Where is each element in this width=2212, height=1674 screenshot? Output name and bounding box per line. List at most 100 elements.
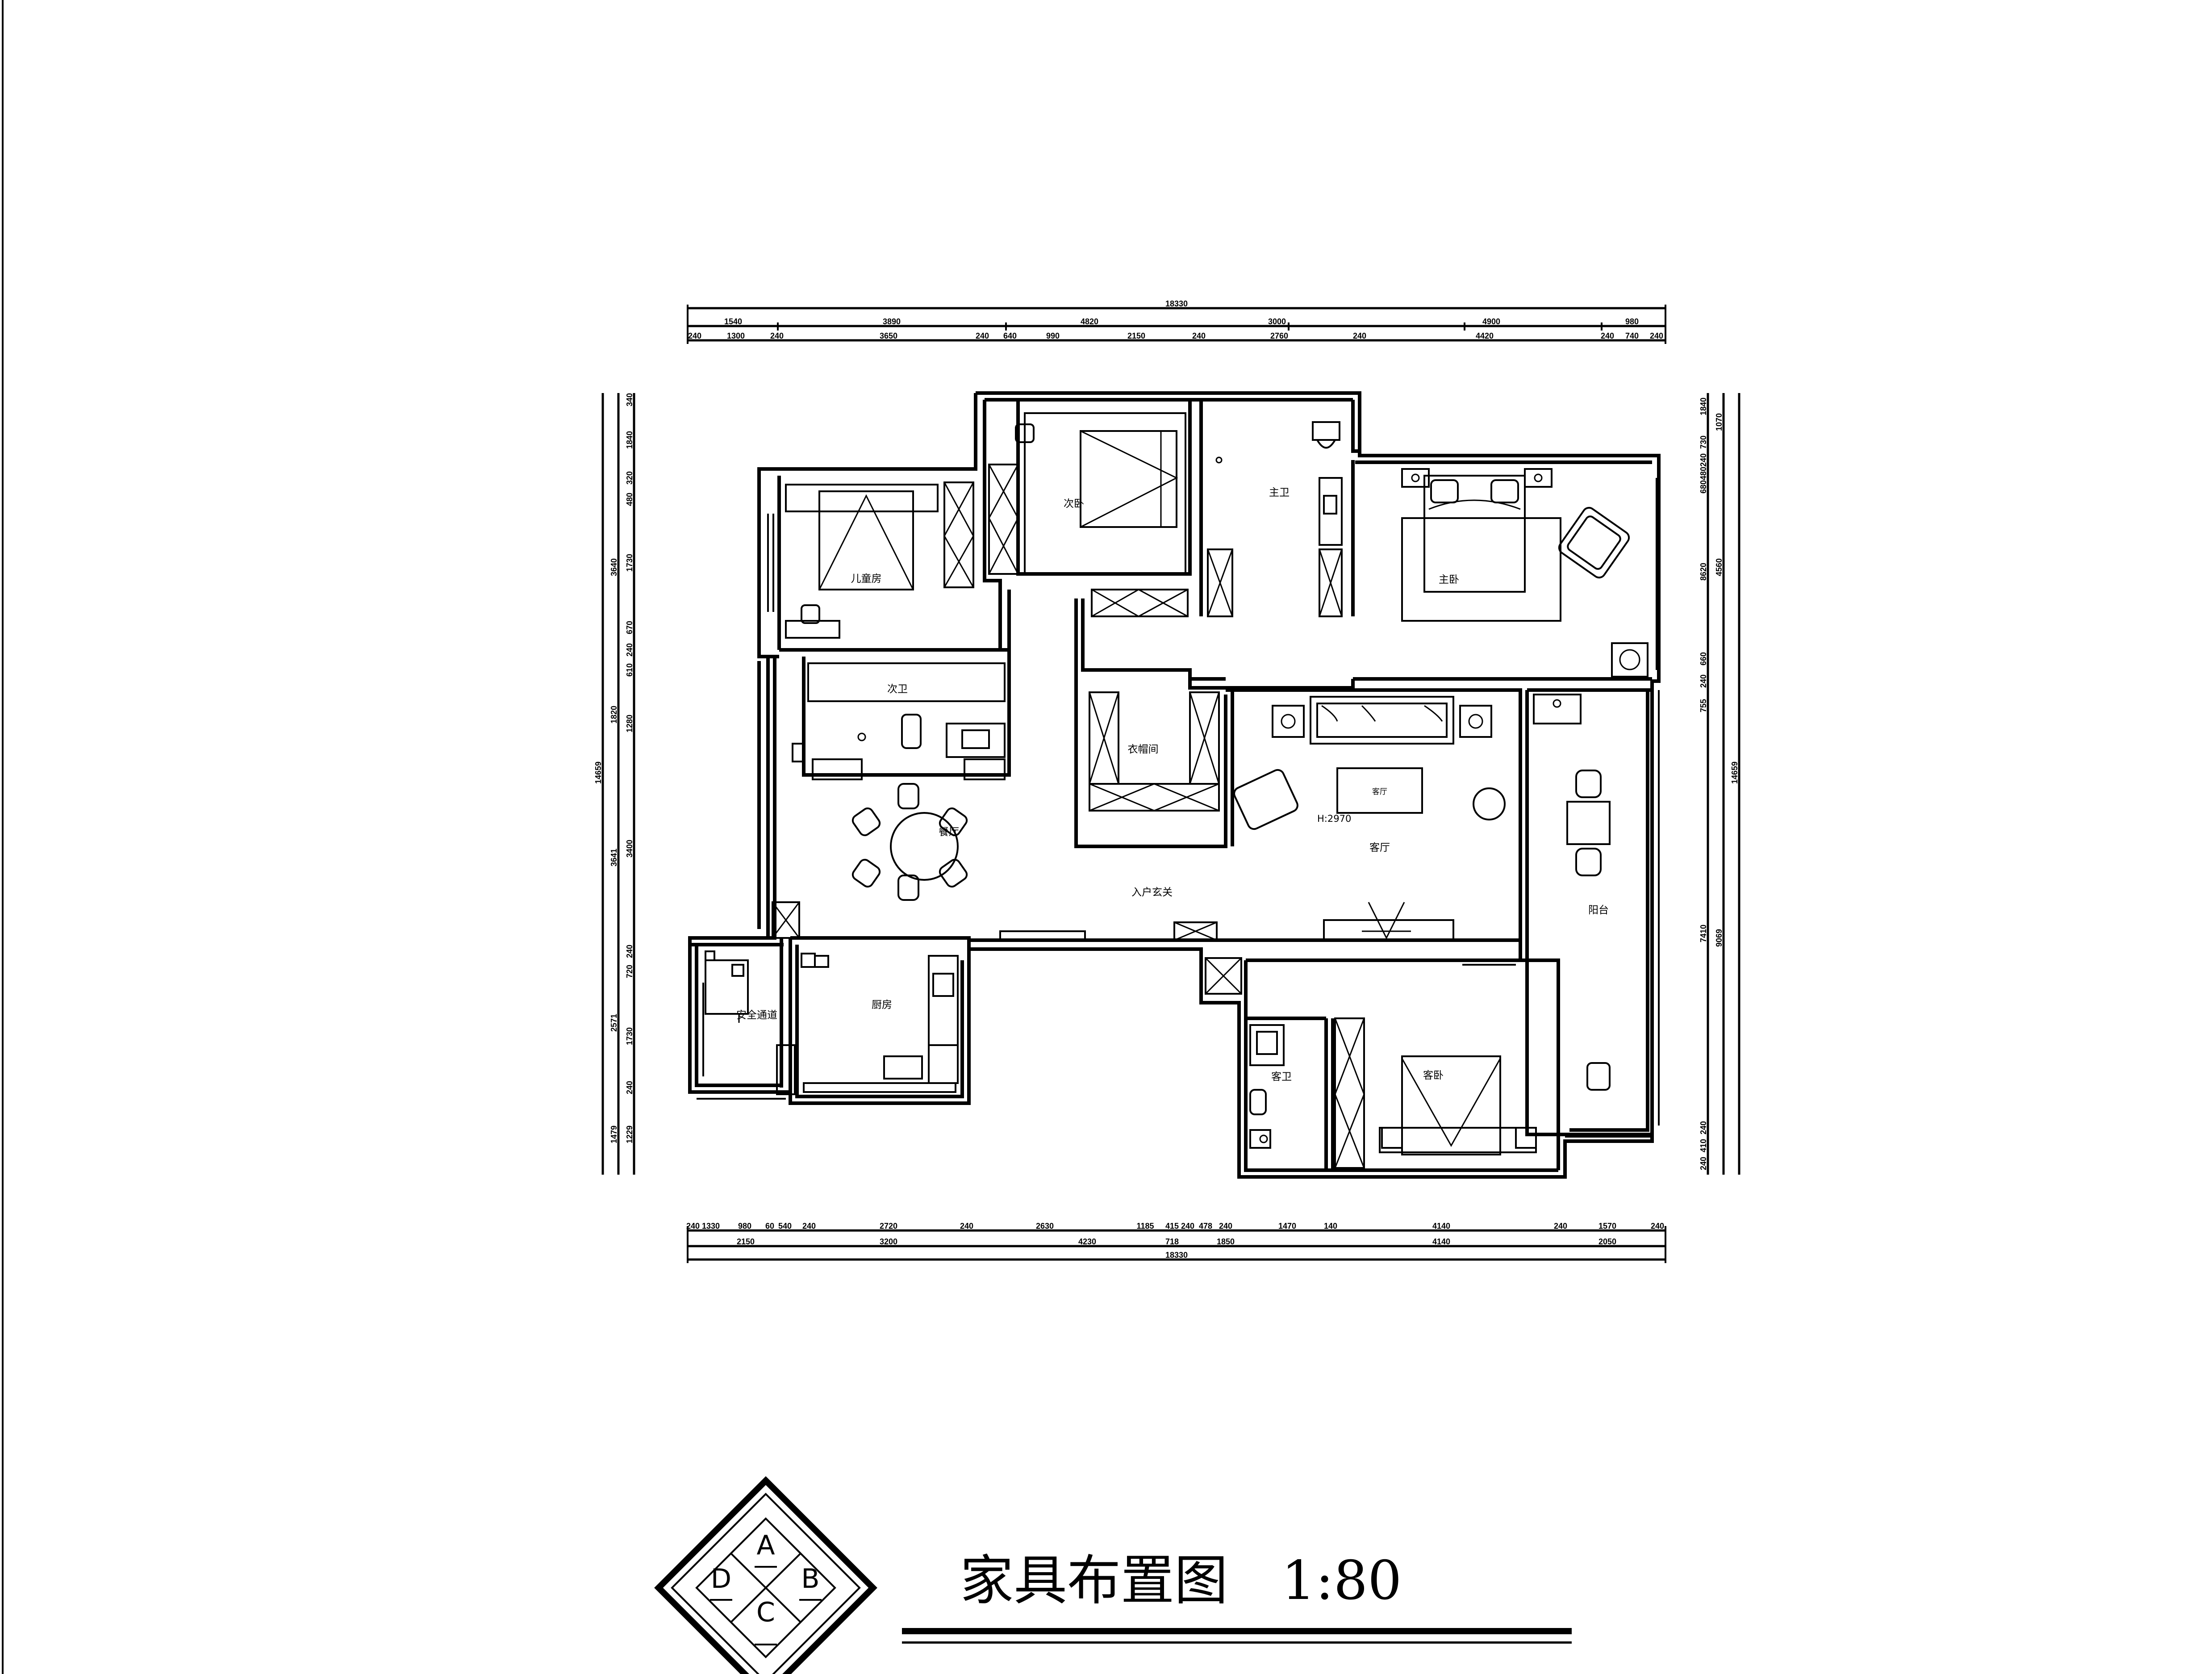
dim-right-det-0: 1840 [1699, 398, 1708, 415]
dim-bot-r1-18: 1570 [1598, 1222, 1616, 1230]
dim-left-det-5: 670 [625, 621, 634, 634]
dim-bot-r2-3: 718 [1165, 1237, 1179, 1246]
dim-bot-r2-1: 3200 [880, 1237, 897, 1246]
dim-bot-r1-10: 415 [1165, 1222, 1179, 1230]
legend-a: A [756, 1530, 775, 1561]
room-labels: 儿童房 次卧 主卫 主卧 次卫 衣帽间 客厅 H:2970 客厅 餐厅 入户玄关… [736, 487, 1609, 1083]
dim-top-r1-5: 980 [1625, 317, 1639, 326]
dim-bot-r2-5: 4140 [1432, 1237, 1450, 1246]
drawing-title: 家具布置图 1:80 [902, 1550, 1572, 1644]
label-entrance: 入户玄关 [1131, 887, 1173, 898]
label-second-bedroom: 次卧 [1064, 498, 1084, 510]
dim-left-det-14: 1229 [625, 1126, 634, 1143]
dim-bot-r1-12: 478 [1199, 1222, 1212, 1230]
legend-c: C [756, 1597, 775, 1628]
dim-left-det-11: 720 [625, 965, 634, 978]
label-ceiling-height: H:2970 [1317, 813, 1351, 824]
dim-top-r2-1: 1300 [727, 331, 745, 340]
dim-bot-r1-3: 60 [765, 1222, 774, 1230]
right-dimensions: 14659 4560 9069 1840 1070 730 240 480 68… [1699, 393, 1740, 1175]
dim-bot-r2-6: 2050 [1598, 1237, 1616, 1246]
dim-right-det-13: 240 [1699, 1157, 1708, 1170]
dim-top-r2-5: 640 [1003, 331, 1017, 340]
dim-left-det-0: 340 [625, 393, 634, 406]
dim-top-r2-7: 2150 [1127, 331, 1145, 340]
dim-left-det-6: 240 [625, 643, 634, 657]
dim-left-det-9: 3400 [625, 840, 634, 858]
label-safe-passage: 安全通道 [736, 1009, 777, 1021]
dim-right-det-4: 480 [1699, 467, 1708, 480]
scale-text: 1:80 [1281, 1550, 1402, 1612]
dim-bot-r2-2: 4230 [1078, 1237, 1096, 1246]
bottom-dimensions: 240 1330 980 60 540 240 2720 240 2630 11… [686, 1222, 1666, 1263]
dim-left-det-1: 1840 [625, 431, 634, 449]
dim-left-det-13: 240 [625, 1081, 634, 1094]
dim-bot-r1-9: 1185 [1136, 1222, 1154, 1230]
dim-bot-r1-7: 240 [960, 1222, 973, 1230]
dim-top-r2-10: 240 [1353, 331, 1366, 340]
dim-top-r2-4: 240 [976, 331, 989, 340]
dim-top-r2-8: 240 [1192, 331, 1206, 340]
left-dimensions: 14659 3640 1820 3641 2571 340 1840 320 4… [594, 393, 635, 1175]
dim-top-r1-4: 4900 [1482, 317, 1500, 326]
orientation-legend: A D B C [654, 1476, 877, 1674]
legend-d: D [711, 1563, 731, 1594]
dim-right-mid-0: 4560 [1715, 558, 1724, 576]
label-kitchen: 厨房 [872, 999, 892, 1011]
dim-top-r2-14: 240 [1650, 331, 1663, 340]
dim-right-det-2: 730 [1699, 435, 1708, 449]
title-underline-thick [902, 1628, 1572, 1634]
dim-top-r2-6: 990 [1046, 331, 1060, 340]
dim-bot-r1-13: 240 [1219, 1222, 1232, 1230]
dim-bot-r1-4: 540 [778, 1222, 792, 1230]
dim-bot-r1-2: 980 [738, 1222, 751, 1230]
dim-right-det-9: 755 [1699, 699, 1708, 712]
dim-bot-r2-0: 2150 [737, 1237, 755, 1246]
dim-right-det-10: 7410 [1699, 925, 1708, 942]
dim-top-r2-13: 740 [1625, 331, 1639, 340]
label-dining: 餐厅 [939, 826, 959, 838]
dim-bot-r1-16: 4140 [1432, 1222, 1450, 1230]
dim-top-r2-3: 3650 [880, 331, 897, 340]
dim-left-det-8: 1280 [625, 715, 634, 732]
dim-bot-r1-15: 140 [1324, 1222, 1337, 1230]
dim-left-mid-1: 1820 [609, 706, 618, 724]
dim-bot-r1-8: 2630 [1036, 1222, 1054, 1230]
dim-right-det-8: 240 [1699, 674, 1708, 688]
dim-right-det-3: 240 [1699, 453, 1708, 467]
dim-top-r1-3: 3000 [1268, 317, 1286, 326]
dim-top-r2-12: 240 [1601, 331, 1614, 340]
dim-left-det-12: 1730 [625, 1027, 634, 1045]
dim-left-det-2: 320 [625, 471, 634, 485]
dim-right-det-12: 410 [1699, 1139, 1708, 1152]
dim-left-det-4: 1730 [625, 554, 634, 572]
dim-right-det-6: 8620 [1699, 563, 1708, 581]
legend-b: B [801, 1563, 819, 1594]
label-children-room: 儿童房 [851, 573, 882, 585]
dim-left-mid-2: 3641 [609, 849, 618, 866]
dim-top-r2-2: 240 [770, 331, 784, 340]
label-cloakroom: 衣帽间 [1128, 744, 1159, 755]
dim-right-det-5: 680 [1699, 480, 1708, 494]
dim-top-r2-9: 2760 [1270, 331, 1288, 340]
dim-left-det-10: 240 [625, 945, 634, 958]
dim-top-r1-2: 4820 [1081, 317, 1098, 326]
dim-bot-total: 18330 [1165, 1251, 1188, 1260]
dim-bot-r1-5: 240 [802, 1222, 816, 1230]
label-second-bath: 次卫 [887, 683, 908, 695]
dim-left-det-15: 1479 [609, 1126, 618, 1143]
dim-right-det-7: 660 [1699, 652, 1708, 665]
dim-right-total: 14659 [1730, 762, 1739, 784]
label-guest-bath: 客卫 [1271, 1071, 1292, 1083]
dim-bot-r2-4: 1850 [1217, 1237, 1235, 1246]
dim-bot-r1-17: 240 [1554, 1222, 1567, 1230]
label-balcony: 阳台 [1588, 904, 1609, 916]
label-living-room: 客厅 [1369, 842, 1390, 854]
walls [688, 391, 1661, 1179]
dim-bot-r1-19: 240 [1651, 1222, 1664, 1230]
dim-left-mid-0: 3640 [609, 558, 618, 576]
label-master-bath: 主卫 [1269, 487, 1290, 498]
dim-bot-r1-6: 2720 [880, 1222, 897, 1230]
dim-bot-r1-14: 1470 [1278, 1222, 1296, 1230]
